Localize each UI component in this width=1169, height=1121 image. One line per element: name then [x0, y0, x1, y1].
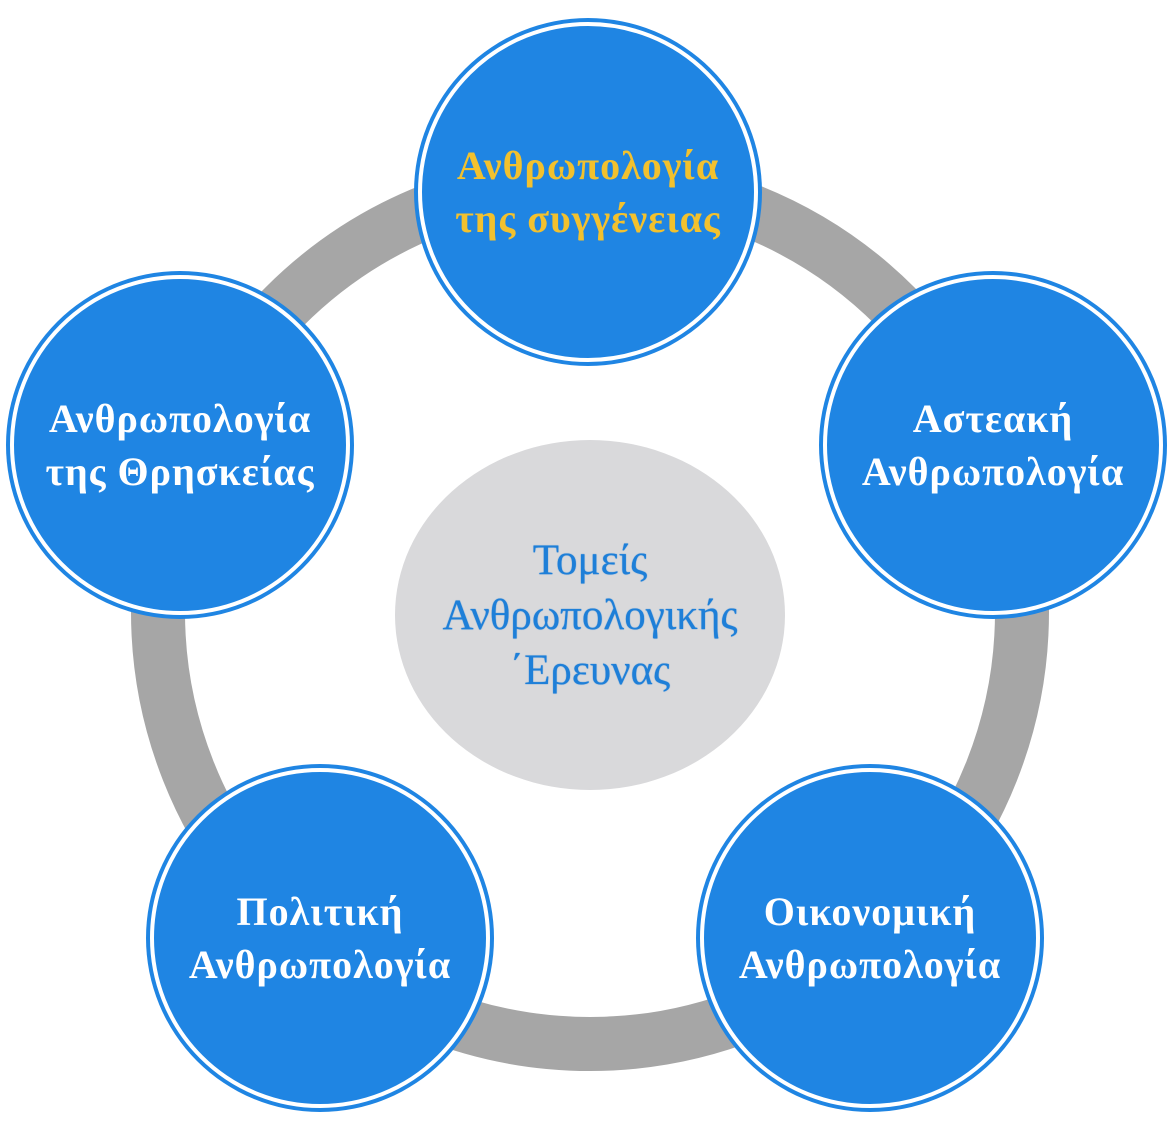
node-label: Οικονομική Ανθρωπολογία	[738, 889, 1002, 987]
center-label: Τομείς Ανθρωπολογικής ΄Ερευνας	[442, 536, 738, 694]
node-political-anthropology: Πολιτική Ανθρωπολογία	[150, 768, 490, 1108]
node-urban-anthropology: Αστεακή Ανθρωπολογία	[823, 275, 1163, 615]
node-economic-anthropology: Οικονομική Ανθρωπολογία	[700, 768, 1040, 1108]
node-label: Ανθρωπολογία της συγγένειας	[455, 143, 721, 241]
node-label: Ανθρωπολογία της Θρησκείας	[45, 396, 315, 494]
node-label: Πολιτική Ανθρωπολογία	[188, 889, 452, 987]
node-kinship-anthropology: Ανθρωπολογία της συγγένειας	[418, 22, 758, 362]
node-label: Αστεακή Ανθρωπολογία	[861, 396, 1125, 494]
center-node: Τομείς Ανθρωπολογικής ΄Ερευνας	[395, 440, 785, 790]
node-religion-anthropology: Ανθρωπολογία της Θρησκείας	[10, 275, 350, 615]
